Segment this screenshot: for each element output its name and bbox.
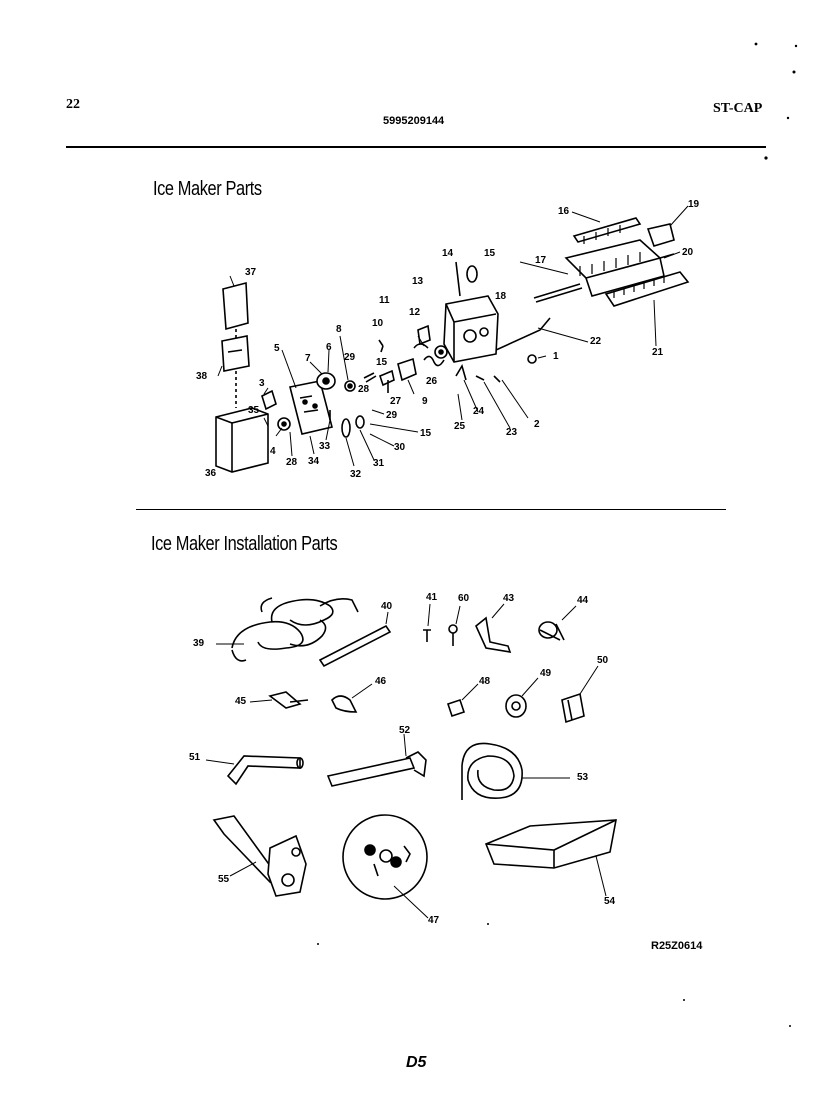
callout-47: 47 [428, 915, 440, 926]
callout-44: 44 [577, 595, 589, 606]
callout-51: 51 [189, 752, 201, 763]
callout-40: 40 [381, 601, 393, 612]
callout-19: 19 [688, 199, 700, 210]
callout-18: 18 [495, 291, 507, 302]
callout-6: 6 [326, 342, 332, 353]
callout-11: 11 [379, 295, 390, 306]
callout-60: 60 [458, 593, 470, 604]
callout-9: 9 [422, 396, 428, 407]
callout-38: 38 [196, 371, 208, 382]
callout-45: 45 [235, 696, 247, 707]
callout-1: 1 [553, 351, 559, 362]
callout-3: 3 [259, 378, 265, 389]
page-footer: D5 [406, 1054, 427, 1071]
callout-52: 52 [399, 725, 411, 736]
callout-28-top: 28 [358, 384, 370, 395]
callout-30: 30 [394, 442, 406, 453]
callout-46: 46 [375, 676, 387, 687]
callout-53: 53 [577, 772, 589, 783]
callout-13: 13 [412, 276, 424, 287]
section-title-installation-parts: Ice Maker Installation Parts [151, 533, 338, 555]
callout-28-low: 28 [286, 457, 298, 468]
callout-39: 39 [193, 638, 205, 649]
callout-48: 48 [479, 676, 491, 687]
callout-36: 36 [205, 468, 217, 479]
callout-54: 54 [604, 896, 616, 907]
section-title-ice-maker-parts: Ice Maker Parts [153, 178, 262, 200]
callout-29-top: 29 [344, 352, 356, 363]
model-code: ST-CAP [713, 101, 763, 116]
callout-50: 50 [597, 655, 609, 666]
callout-15-top: 15 [484, 248, 496, 259]
callout-49: 49 [540, 668, 552, 679]
callout-32: 32 [350, 469, 362, 480]
callout-17: 17 [535, 255, 547, 266]
callout-26: 26 [426, 376, 438, 387]
callout-15-mid: 15 [376, 357, 388, 368]
callout-20: 20 [682, 247, 694, 258]
callout-4: 4 [270, 446, 276, 457]
callout-14: 14 [442, 248, 454, 259]
callout-29-low: 29 [386, 410, 398, 421]
callout-31: 31 [373, 458, 385, 469]
callout-10: 10 [372, 318, 384, 329]
callout-35: 35 [248, 405, 260, 416]
callout-23: 23 [506, 427, 518, 438]
section-divider [136, 509, 726, 510]
part-number: 5995209144 [383, 115, 445, 127]
callout-8: 8 [336, 324, 342, 335]
callout-16: 16 [558, 206, 570, 217]
callout-5: 5 [274, 343, 280, 354]
page-number: 22 [66, 97, 80, 112]
callout-22: 22 [590, 336, 602, 347]
callout-12: 12 [409, 307, 421, 318]
callout-37: 37 [245, 267, 257, 278]
header-rule [66, 146, 766, 148]
callout-55: 55 [218, 874, 230, 885]
callout-15-low: 15 [420, 428, 432, 439]
figure-code: R25Z0614 [651, 940, 703, 952]
callout-24: 24 [473, 406, 485, 417]
callout-2: 2 [534, 419, 540, 430]
callout-7: 7 [305, 353, 311, 364]
callout-21: 21 [652, 347, 664, 358]
callout-25: 25 [454, 421, 466, 432]
callout-27: 27 [390, 396, 402, 407]
callout-43: 43 [503, 593, 515, 604]
callout-41: 41 [426, 592, 438, 603]
callout-34: 34 [308, 456, 320, 467]
callout-33: 33 [319, 441, 331, 452]
